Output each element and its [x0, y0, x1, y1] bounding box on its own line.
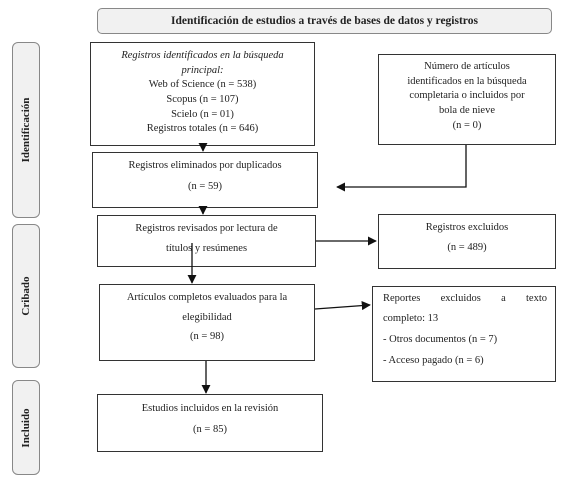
snowball-line-2: identificados en la búsqueda	[407, 75, 527, 87]
reviewed-line-1: Registros revisados por lectura de	[135, 223, 278, 234]
included-line-1: Estudios incluidos en la revisión	[141, 403, 279, 414]
identified-heading-2: principal:	[181, 64, 224, 76]
diagram-header: Identificación de estudios a través de b…	[97, 8, 552, 34]
duplicates-line-1: Registros eliminados por duplicados	[128, 160, 282, 171]
phase-screening: Cribado	[12, 224, 40, 368]
identified-wos: Web of Science (n = 538)	[148, 79, 257, 91]
phase-identification: Identificación	[12, 42, 40, 218]
snowball-line-1: Número de artículos	[424, 61, 510, 72]
identified-scielo: Scielo (n = 01)	[171, 108, 234, 120]
eligibility-line-3: (n = 98)	[190, 331, 224, 343]
reports-excluded-line-4: - Acceso pagado (n = 6)	[383, 355, 484, 367]
phase-included: Incluido	[12, 380, 40, 475]
eligibility-box: Artículos completos evaluados para la el…	[99, 284, 315, 361]
included-line-2: (n = 85)	[193, 423, 227, 435]
snowball-line-3: completaria o incluidos por	[409, 90, 525, 102]
excluded-box: Registros excluidos (n = 489)	[378, 214, 556, 269]
snowball-box: Número de artículos identificados en la …	[378, 54, 556, 145]
reviewed-box: Registros revisados por lectura de títul…	[97, 215, 316, 267]
reviewed-line-2: títulos y resúmenes	[165, 242, 248, 254]
duplicates-line-2: (n = 59)	[188, 180, 222, 192]
identified-heading-1: Registros identificados en la búsqueda	[121, 50, 284, 61]
reports-excluded-line-1: Reportes excluidos a texto	[383, 293, 547, 304]
included-box: Estudios incluidos en la revisión (n = 8…	[97, 394, 323, 452]
reports-excluded-box: Reportes excluidos a texto completo: 13 …	[372, 286, 556, 382]
reports-excluded-line-3: - Otros documentos (n = 7)	[383, 334, 498, 346]
snowball-line-5: (n = 0)	[452, 119, 482, 131]
snowball-line-4: bola de nieve	[439, 105, 495, 117]
identified-scopus: Scopus (n = 107)	[166, 94, 239, 106]
arrow-eligibility-to-reports-excluded	[314, 301, 371, 311]
eligibility-line-1: Artículos completos evaluados para la	[126, 292, 288, 303]
eligibility-line-2: elegibilidad	[182, 311, 232, 323]
excluded-line-2: (n = 489)	[447, 241, 487, 253]
excluded-line-1: Registros excluidos	[425, 222, 509, 233]
duplicates-box: Registros eliminados por duplicados (n =…	[92, 152, 318, 208]
arrow-snowball-to-duplicates	[336, 145, 467, 192]
identified-total: Registros totales (n = 646)	[146, 123, 259, 135]
reports-excluded-line-2: completo: 13	[383, 312, 439, 324]
